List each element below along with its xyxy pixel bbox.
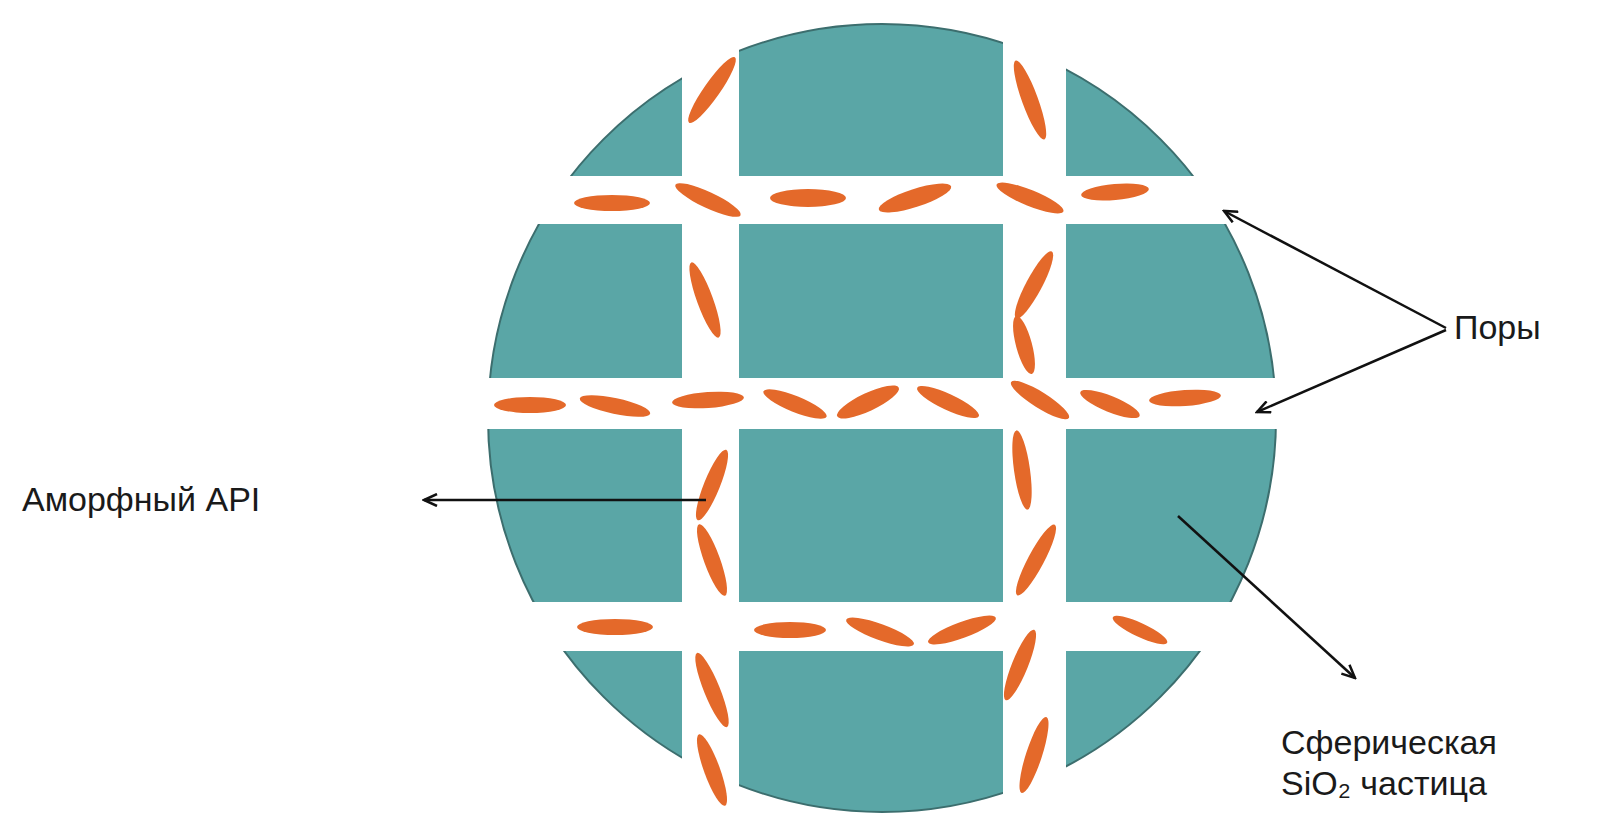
api-molecule: [1007, 375, 1073, 425]
api-molecule: [1009, 429, 1036, 510]
api-molecule: [494, 397, 566, 413]
api-molecule: [754, 622, 826, 638]
api-molecule: [672, 390, 745, 411]
api-molecule: [691, 732, 732, 809]
api-molecule: [574, 195, 650, 211]
api-molecule: [1080, 181, 1149, 203]
particle-label: Сферическая SiO₂ частица: [1281, 722, 1531, 804]
api-molecule: [1110, 611, 1170, 649]
api-molecule: [833, 379, 902, 424]
api-molecule: [925, 610, 998, 650]
api-molecule: [876, 178, 954, 219]
pore: [470, 602, 1300, 651]
api-molecule: [770, 189, 846, 207]
api-molecule: [998, 627, 1041, 703]
api-molecule: [914, 380, 982, 423]
api-molecule: [691, 522, 732, 599]
api-molecules: [494, 53, 1221, 809]
pore-channels: [470, 0, 1300, 819]
leader-line: [424, 499, 706, 502]
api-molecule: [760, 384, 829, 424]
api-molecule: [1009, 314, 1040, 376]
api-molecule: [578, 391, 652, 422]
api-molecule: [684, 260, 726, 341]
pore: [470, 176, 1300, 224]
api-molecule: [1010, 521, 1062, 599]
leader-line: [1178, 516, 1355, 678]
api-molecule: [690, 447, 733, 523]
pore: [470, 378, 1300, 429]
leader-line: [1257, 330, 1446, 412]
leader-lines: [424, 211, 1446, 678]
api-molecule: [577, 619, 653, 635]
api-label: Аморфный API: [22, 479, 260, 520]
api-molecule: [683, 53, 742, 128]
pore-label: Поры: [1454, 307, 1541, 348]
api-molecule: [1014, 714, 1054, 795]
api-molecule: [1008, 58, 1052, 142]
api-molecule: [1009, 248, 1059, 323]
api-molecule: [843, 612, 916, 652]
api-molecule: [1149, 388, 1222, 409]
api-molecule: [672, 178, 744, 223]
api-molecule: [1077, 385, 1142, 424]
api-molecule: [994, 177, 1067, 219]
api-molecule: [690, 650, 735, 730]
leader-line: [1224, 211, 1446, 328]
